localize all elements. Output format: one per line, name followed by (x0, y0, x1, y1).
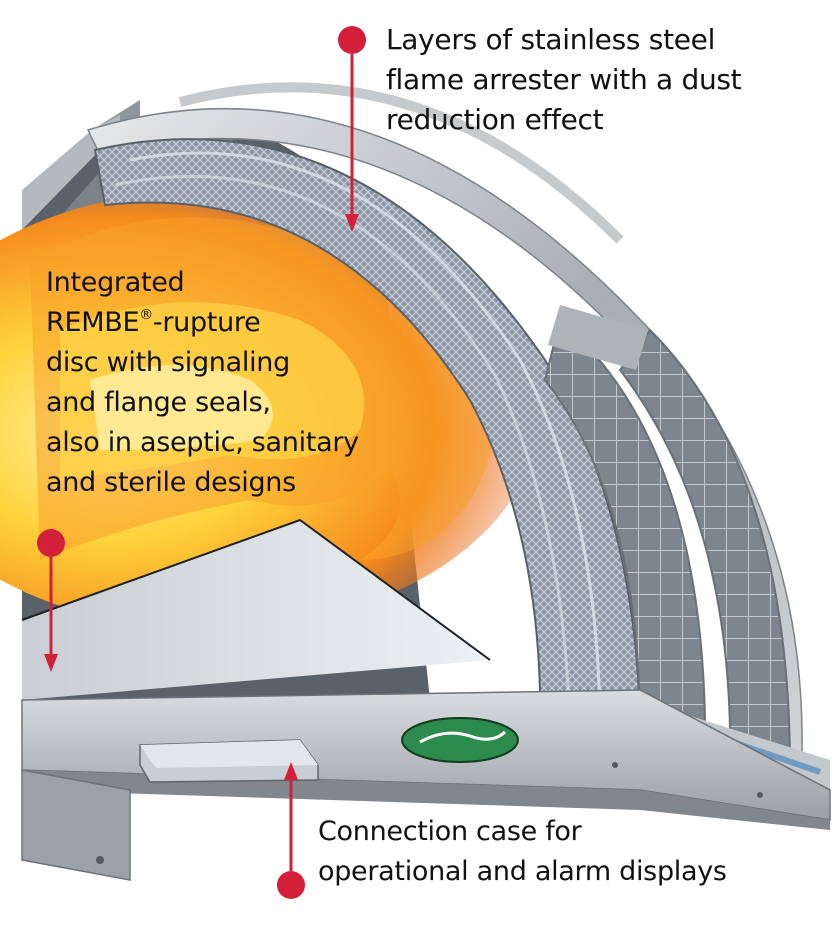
rembe-logo-badge (401, 717, 519, 763)
callout-line: and sterile designs (46, 467, 296, 498)
callout-line: REMBE®-rupture (46, 303, 359, 343)
callout-connection-case-text: Connection case for operational and alar… (318, 812, 727, 892)
callout-connection-case-marker (277, 762, 305, 899)
brand-name: REMBE (46, 307, 140, 338)
callout-line: operational and alarm displays (318, 856, 727, 887)
callout-flame-arrester-marker (338, 26, 366, 232)
callout-line: flame arrester with a dust (386, 63, 742, 96)
callout-flame-arrester-text: Layers of stainless steel flame arrester… (386, 20, 742, 140)
callout-rupture-disc-marker (37, 529, 65, 672)
callout-line: also in aseptic, sanitary (46, 427, 359, 458)
callout-line: Integrated (46, 267, 185, 298)
callout-line-suffix: -rupture (152, 307, 261, 338)
callout-line: and flange seals, (46, 387, 271, 418)
inner-plate (21, 518, 491, 700)
registered-mark: ® (139, 307, 153, 323)
callout-line: Connection case for (318, 816, 582, 847)
callout-line: Layers of stainless steel (386, 23, 716, 56)
connection-case (139, 739, 319, 783)
callout-line: reduction effect (386, 103, 604, 136)
filter-grid-screens (543, 305, 792, 771)
callout-rupture-disc-text: Integrated REMBE®-rupture disc with sign… (46, 263, 359, 503)
callout-line: disc with signaling (46, 347, 290, 378)
